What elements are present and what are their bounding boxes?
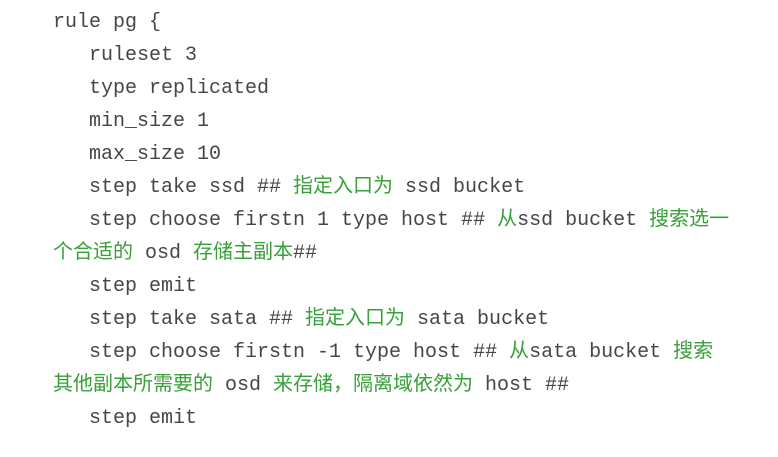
code-text: step choose firstn 1 type host ## xyxy=(89,209,498,232)
comment-text: 从 xyxy=(497,209,518,232)
code-text: rule pg { xyxy=(53,11,162,34)
code-text: type replicated xyxy=(89,77,270,100)
code-line: 个合适的 osd 存储主副本## xyxy=(53,237,774,270)
code-line: step choose firstn 1 type host ## 从ssd b… xyxy=(53,204,774,237)
crush-rule-code-block: rule pg { ruleset 3 type replicated min_siz… xyxy=(53,6,774,435)
code-text: step take ssd ## xyxy=(89,176,294,199)
code-line: step emit xyxy=(53,402,774,435)
code-text: ruleset 3 xyxy=(89,44,198,67)
comment-text: 存储主副本 xyxy=(193,242,294,265)
code-line: min_size 1 xyxy=(53,105,774,138)
code-line: step emit xyxy=(53,270,774,303)
code-text: max_size 10 xyxy=(89,143,222,166)
code-text: step emit xyxy=(89,275,198,298)
comment-text: 搜索 xyxy=(673,341,714,364)
comment-text: 从 xyxy=(509,341,530,364)
code-line: rule pg { xyxy=(53,6,774,39)
code-line: 其他副本所需要的 osd 来存储，隔离域依然为 host ## xyxy=(53,369,774,402)
code-line: max_size 10 xyxy=(53,138,774,171)
code-text: ssd bucket xyxy=(517,209,650,232)
code-text: step choose firstn -1 type host ## xyxy=(89,341,510,364)
code-line: step take ssd ## 指定入口为 ssd bucket xyxy=(53,171,774,204)
code-line: ruleset 3 xyxy=(53,39,774,72)
comment-text: 来存储，隔离域依然为 xyxy=(273,374,474,397)
code-text: step emit xyxy=(89,407,198,430)
code-text: sata bucket xyxy=(405,308,550,331)
comment-text: 搜索选一 xyxy=(649,209,730,232)
comment-text: 指定入口为 xyxy=(305,308,406,331)
code-text: osd xyxy=(133,242,194,265)
code-text: step take sata ## xyxy=(89,308,306,331)
code-line: type replicated xyxy=(53,72,774,105)
code-text: ssd bucket xyxy=(393,176,526,199)
comment-text: 其他副本所需要的 xyxy=(53,374,213,397)
code-text: min_size 1 xyxy=(89,110,210,133)
code-line: step choose firstn -1 type host ## 从sata… xyxy=(53,336,774,369)
comment-text: 个合适的 xyxy=(53,242,133,265)
code-text: host ## xyxy=(473,374,570,397)
code-text: sata bucket xyxy=(529,341,674,364)
code-line: step take sata ## 指定入口为 sata bucket xyxy=(53,303,774,336)
code-text: osd xyxy=(213,374,274,397)
comment-text: 指定入口为 xyxy=(293,176,394,199)
code-text: ## xyxy=(293,242,318,265)
